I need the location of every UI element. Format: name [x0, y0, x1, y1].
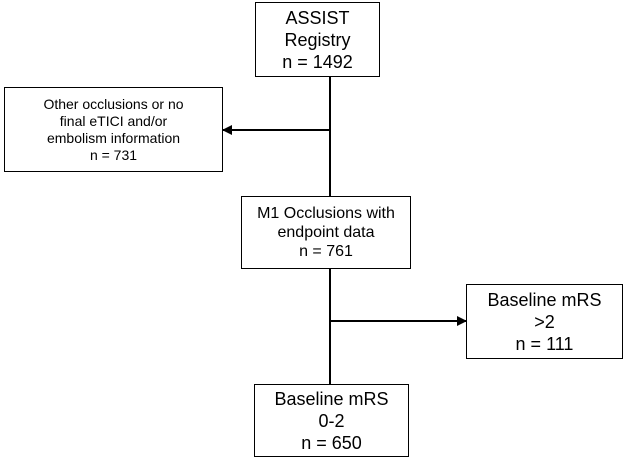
final-line-2: 0-2	[318, 410, 345, 431]
excluded-other-box: Other occlusions or no final eTICI and/o…	[4, 87, 223, 172]
excluded-other-line-1: Other occlusions or no	[43, 95, 184, 112]
registry-count: n = 1492	[282, 51, 353, 72]
m1-box: M1 Occlusions with endpoint data n = 761	[241, 196, 411, 269]
final-box: Baseline mRS 0-2 n = 650	[254, 384, 409, 457]
m1-line-2: endpoint data	[277, 224, 375, 241]
excluded-other-count: n = 731	[89, 146, 138, 163]
excluded-mrs-box: Baseline mRS >2 n = 111	[466, 284, 623, 359]
excluded-mrs-line-2: >2	[534, 311, 555, 332]
registry-line-1: ASSIST	[285, 7, 350, 28]
registry-line-2: Registry	[284, 29, 351, 50]
final-line-1: Baseline mRS	[274, 388, 389, 409]
m1-count: n = 761	[299, 243, 353, 260]
final-count: n = 650	[301, 432, 362, 453]
excluded-other-line-3: embolism information	[46, 129, 181, 146]
excluded-other-line-2: final eTICI and/or	[59, 112, 168, 129]
registry-box: ASSIST Registry n = 1492	[255, 2, 380, 77]
excluded-mrs-line-1: Baseline mRS	[487, 289, 602, 310]
excluded-mrs-count: n = 111	[515, 333, 574, 354]
m1-line-1: M1 Occlusions with	[257, 205, 395, 222]
